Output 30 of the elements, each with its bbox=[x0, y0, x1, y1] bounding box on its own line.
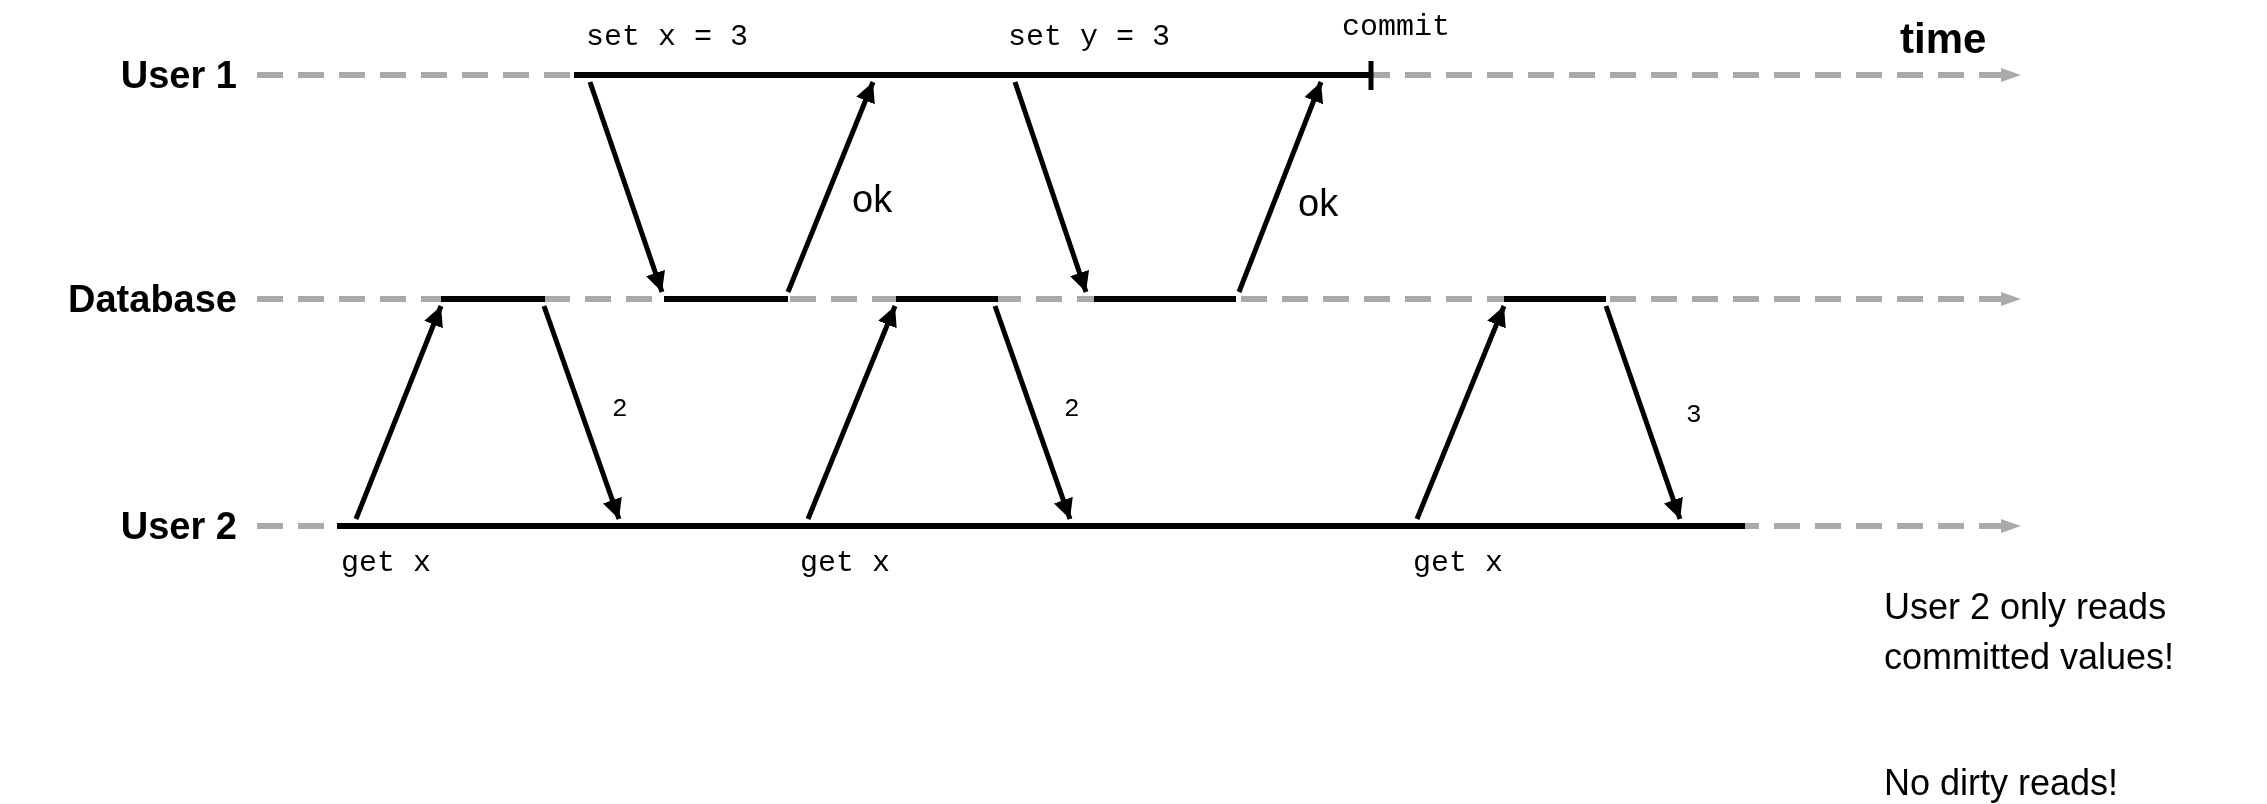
note: No dirty reads! bbox=[1884, 761, 2119, 804]
edge-label: 2 bbox=[612, 394, 628, 424]
arrow bbox=[1603, 305, 1683, 520]
edge-label: set y = 3 bbox=[1008, 20, 1171, 54]
edge-label: get x bbox=[341, 546, 431, 580]
arrow bbox=[541, 305, 622, 520]
edge-label: get x bbox=[1413, 546, 1503, 580]
arrow bbox=[1236, 81, 1324, 293]
timeline-arrow bbox=[257, 68, 2021, 82]
arrow bbox=[992, 305, 1073, 520]
lane-label: Database bbox=[68, 277, 237, 322]
arrow bbox=[1012, 81, 1090, 293]
timeline-arrow bbox=[257, 519, 2021, 533]
edge-label: set x = 3 bbox=[586, 20, 749, 54]
lane-label: User 1 bbox=[120, 53, 237, 98]
lane-label: User 2 bbox=[120, 504, 237, 549]
commit-label: commit bbox=[1342, 9, 1451, 46]
edge-label: ok bbox=[852, 178, 893, 221]
edge-label: get x bbox=[800, 546, 890, 580]
arrow bbox=[353, 305, 444, 520]
arrow bbox=[785, 81, 876, 293]
edge-label: ok bbox=[1298, 182, 1339, 225]
arrow bbox=[805, 305, 898, 520]
arrow bbox=[587, 81, 665, 293]
timeline-arrow bbox=[257, 292, 2021, 306]
edge-label: 3 bbox=[1686, 400, 1702, 430]
note: User 2 only reads committed values! bbox=[1884, 585, 2176, 680]
axis-label: time bbox=[1900, 14, 1987, 64]
edge-label: 2 bbox=[1064, 394, 1080, 424]
arrow bbox=[1414, 305, 1507, 520]
